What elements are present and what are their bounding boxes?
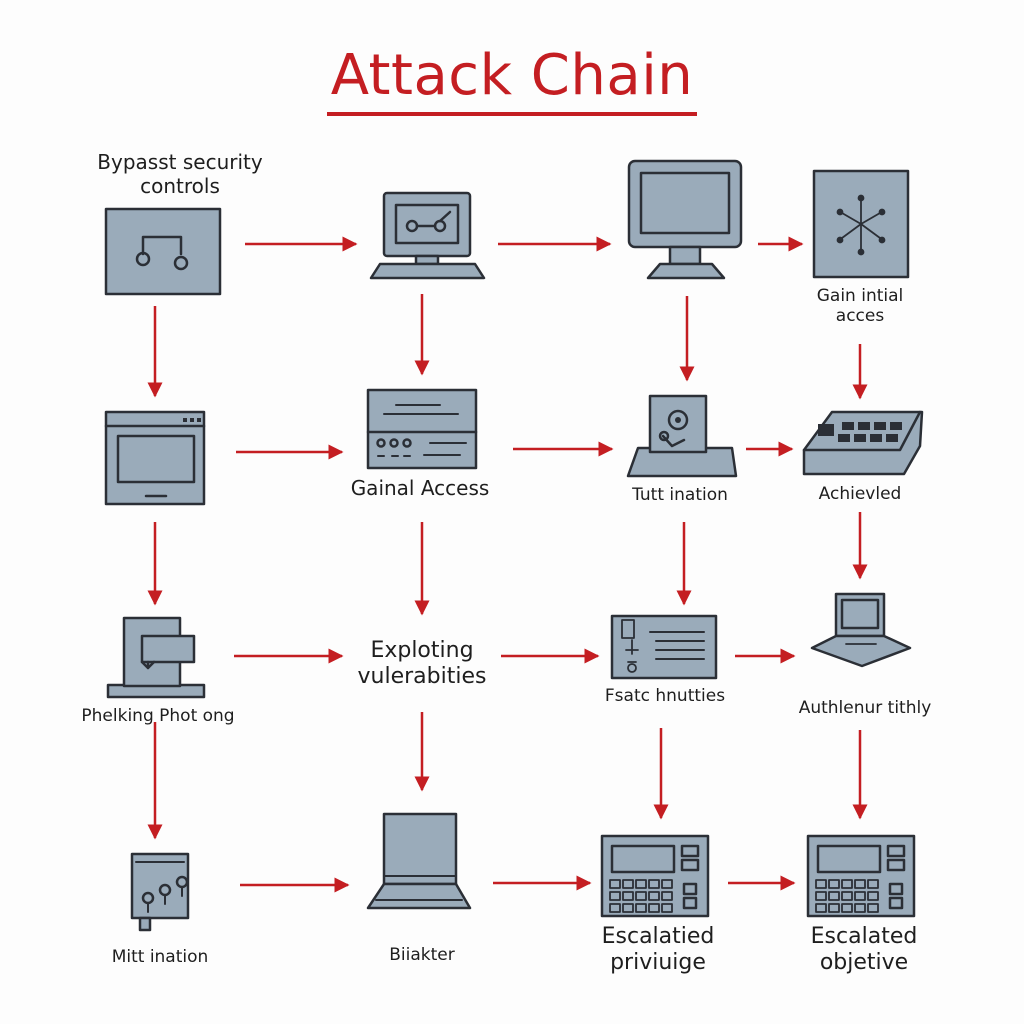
title-container: Attack Chain xyxy=(0,42,1024,116)
server-panel-icon xyxy=(366,388,478,470)
node-label-r2c3: Tutt ination xyxy=(632,485,728,505)
node-label-r4c2: Biiakter xyxy=(389,945,455,965)
node-label-r1c4: Gain intial acces xyxy=(816,286,904,327)
document-arrow-icon xyxy=(106,616,206,699)
node-label-r3c2: Exploting vulerabities xyxy=(357,638,487,690)
vertical-arrows xyxy=(147,294,868,840)
node-label-r3c3: Fsatc hnutties xyxy=(604,686,726,706)
keypad-device-icon xyxy=(802,410,924,476)
node-label-r3c4: Authlenur tithly xyxy=(798,698,932,718)
node-label-r4c1: Mitt ination xyxy=(111,947,209,967)
sliders-device-icon xyxy=(130,852,190,932)
node-label-r2c4: Achievled xyxy=(818,484,902,504)
network-box-icon xyxy=(812,169,910,279)
gear-document-icon xyxy=(626,394,738,478)
node-label-r4c3: Escalatied priviuige xyxy=(601,924,715,976)
node-label-r3c1: Phelking Phot ong xyxy=(81,706,235,726)
control-panel-icon xyxy=(600,834,710,918)
monitor-icon xyxy=(627,159,743,280)
app-window-icon xyxy=(104,410,206,506)
diagram-title: Attack Chain xyxy=(326,42,698,116)
laptop-screen-icon xyxy=(366,812,472,910)
node-label-r4c4: Escalated objetive xyxy=(810,924,918,976)
desktop-terminal-icon xyxy=(369,191,486,280)
laptop-icon xyxy=(810,592,912,668)
tablet-panel-icon xyxy=(610,614,718,680)
circuit-box-icon xyxy=(104,207,222,296)
control-panel-icon xyxy=(806,834,916,918)
node-label-r2c2: Gainal Access xyxy=(350,476,490,500)
horizontal-arrows xyxy=(234,236,804,893)
node-label-r1c1: Bypasst security controls xyxy=(97,150,263,198)
